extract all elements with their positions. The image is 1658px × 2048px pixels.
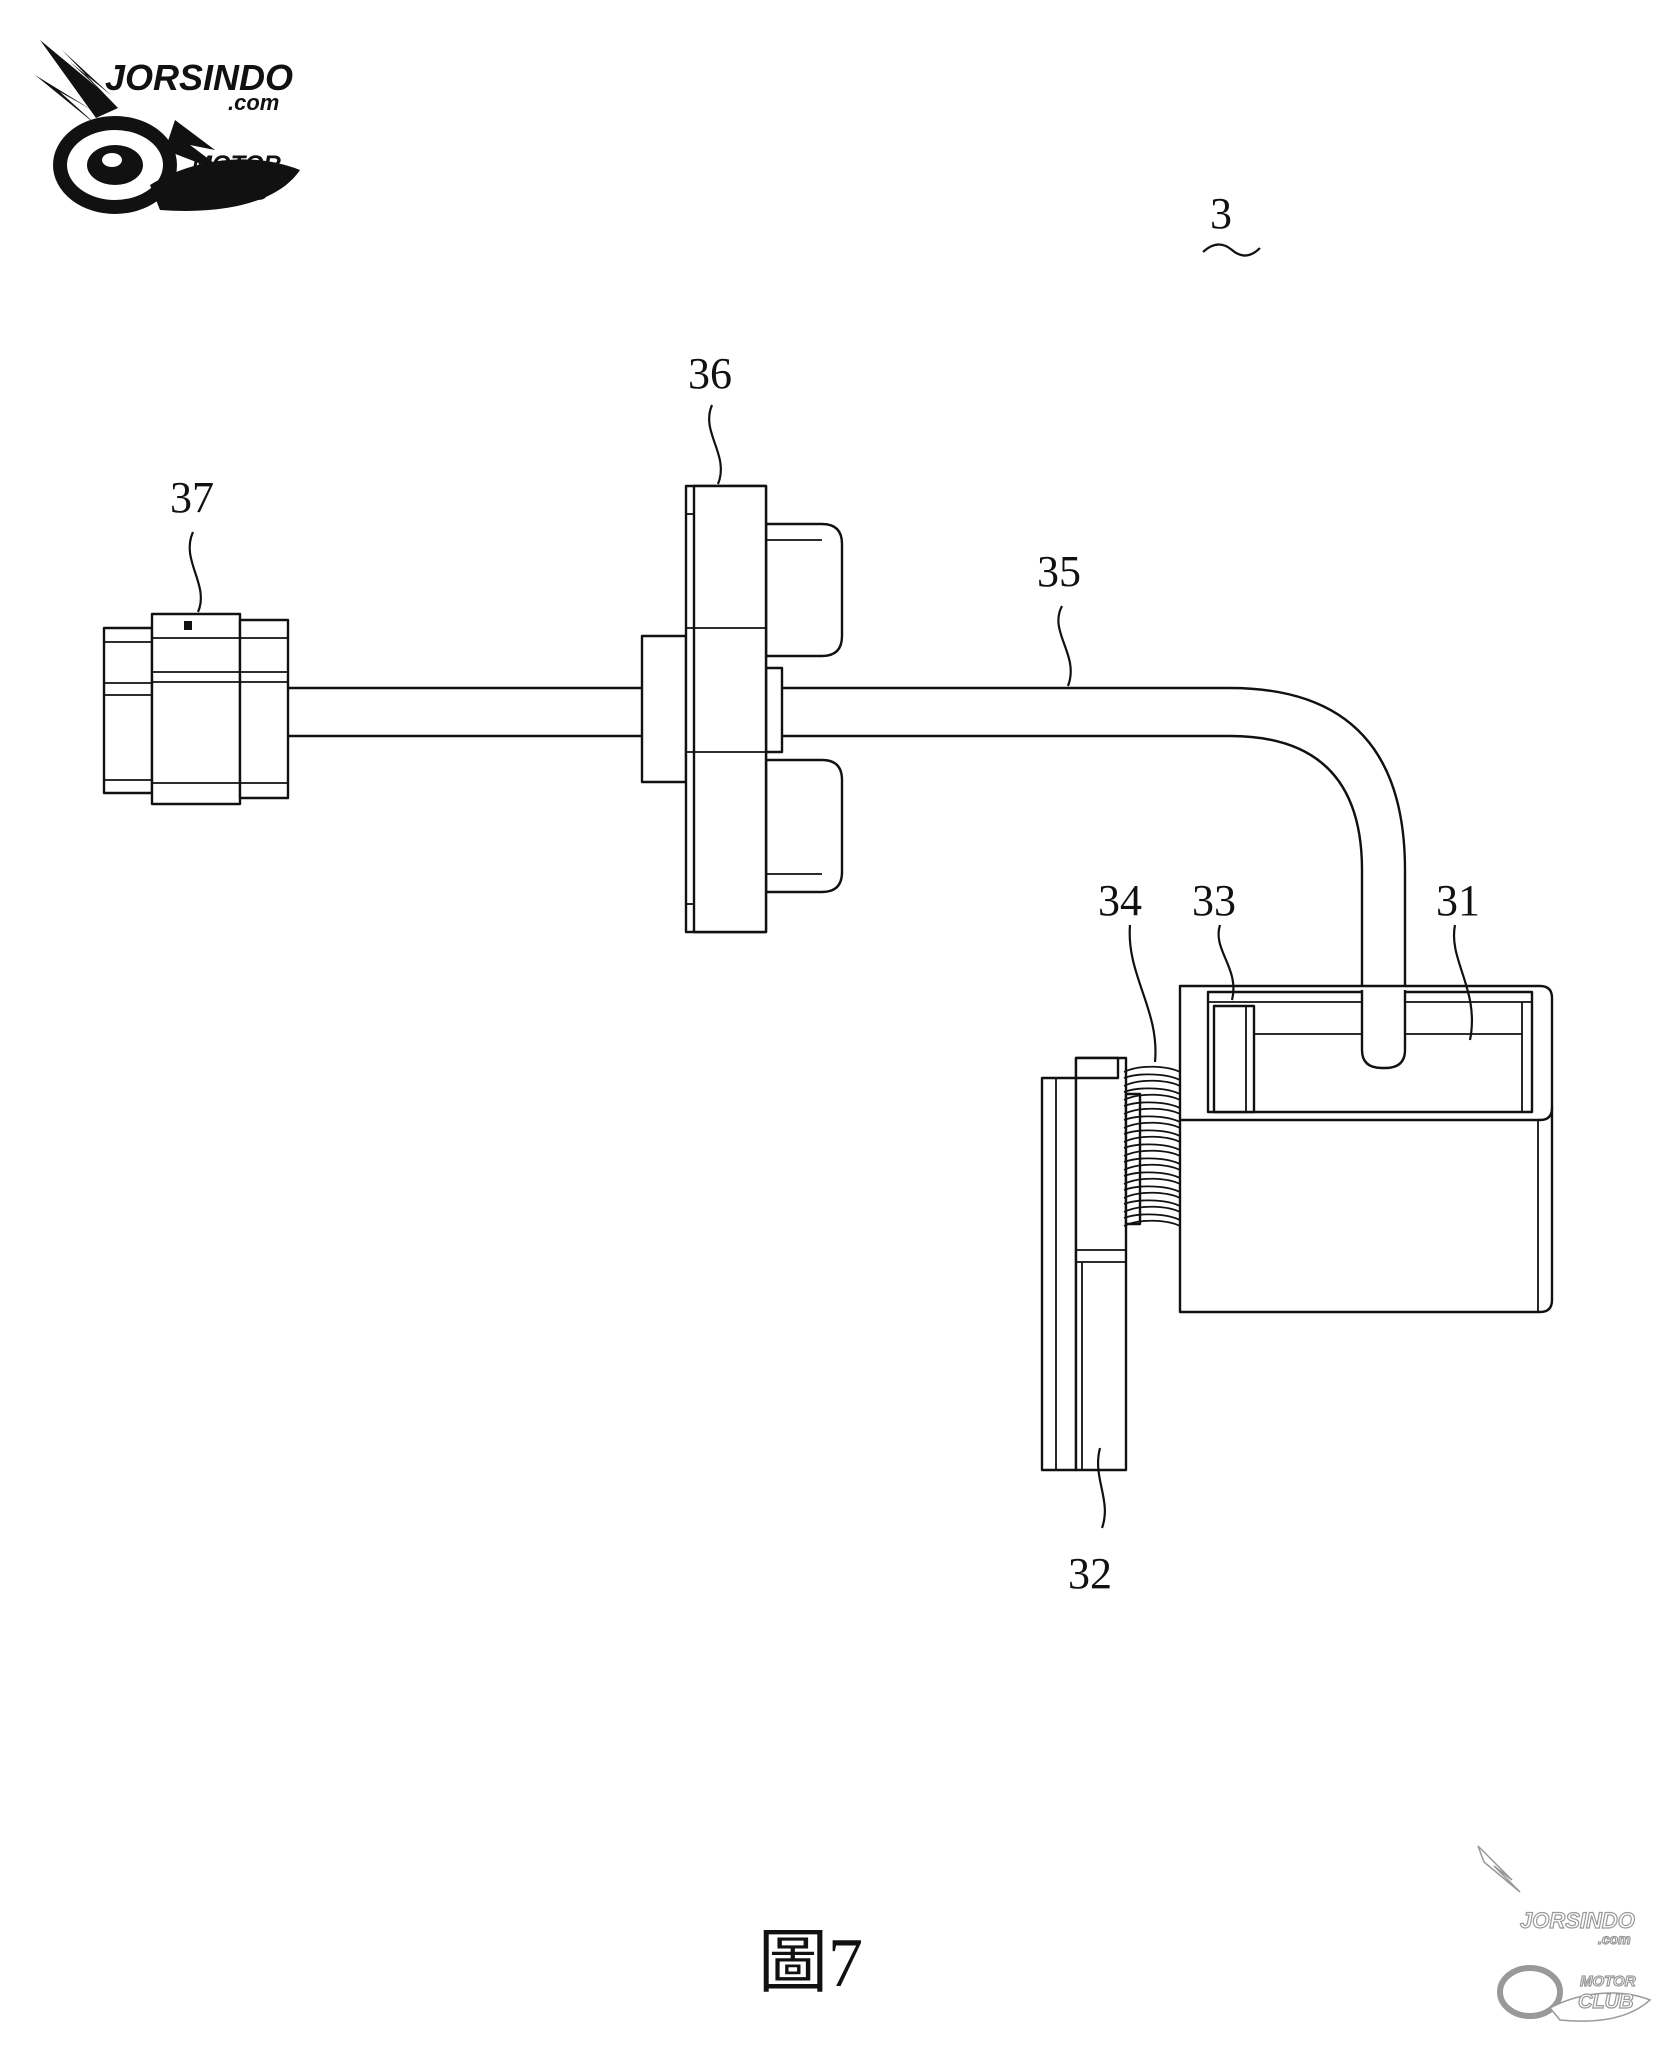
- leader-32: [1096, 1447, 1106, 1529]
- leader-31: [1452, 924, 1473, 1041]
- leader-35: [1057, 605, 1072, 687]
- part-32-plate: [1040, 1056, 1128, 1472]
- label-33: 33: [1192, 876, 1236, 925]
- logo: JORSINDO .com MOTOR CLUB: [35, 40, 300, 214]
- logo-domain: .com: [228, 90, 279, 115]
- watermark-domain: .com: [1598, 1931, 1631, 1947]
- logo-brand: JORSINDO: [105, 57, 293, 98]
- assembly-label: 3: [1210, 189, 1232, 238]
- leader-34: [1128, 924, 1157, 1063]
- watermark-line2: CLUB: [1578, 1991, 1634, 2013]
- assembly-label-tilde: [1202, 243, 1261, 257]
- logo-emblem-icon: [35, 40, 300, 214]
- leader-37: [188, 531, 202, 613]
- watermark-brand: JORSINDO: [1520, 1908, 1635, 1933]
- figure-caption: 圖7: [758, 1925, 863, 2002]
- watermark-logo: JORSINDO .com MOTOR CLUB: [1477, 1845, 1652, 2022]
- part-37-connector: [102, 612, 290, 806]
- logo-line1: MOTOR: [192, 151, 282, 178]
- label-37: 37: [170, 473, 214, 522]
- leader-33: [1217, 924, 1235, 1001]
- label-32: 32: [1068, 1549, 1112, 1598]
- label-34: 34: [1098, 876, 1142, 925]
- leader-36: [708, 404, 722, 485]
- part-35-tube-end: [1360, 990, 1407, 1070]
- watermark-line1: MOTOR: [1580, 1973, 1636, 1990]
- watermark-emblem-icon: [1477, 1845, 1652, 2022]
- part-31-housing: [1178, 984, 1554, 1314]
- label-36: 36: [688, 349, 732, 398]
- part-34-spring: [1123, 1065, 1181, 1227]
- label-35: 35: [1037, 547, 1081, 596]
- label-31: 31: [1436, 876, 1480, 925]
- part-33-block: [1212, 1004, 1256, 1114]
- leader-lines: [188, 404, 1473, 1529]
- part-36-grommet: [640, 484, 844, 934]
- logo-line2: CLUB: [180, 171, 269, 207]
